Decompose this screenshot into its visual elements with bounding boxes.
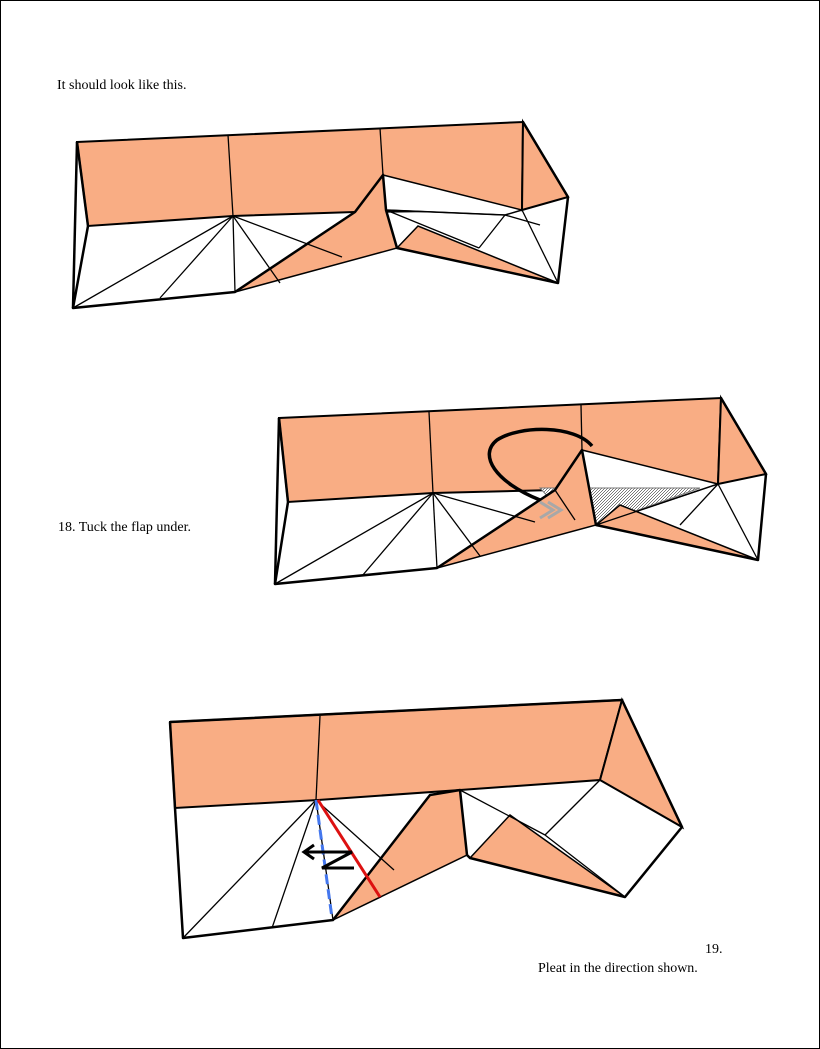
mountain-fold-line <box>316 799 382 898</box>
step-19-caption: Pleat in the direction shown. <box>538 961 698 976</box>
intro-caption: It should look like this. <box>57 78 187 93</box>
step-19-figure <box>168 697 685 940</box>
model-outline <box>168 698 684 940</box>
white-lower-panel <box>275 418 766 584</box>
pleat-symbol-icon <box>320 850 354 870</box>
valley-fold-line <box>314 799 334 919</box>
tuck-arrow-head-icon <box>539 500 564 520</box>
crease-lines <box>274 404 759 585</box>
result-figure <box>71 118 570 310</box>
step-19-number: 19. <box>705 942 723 957</box>
step-18-caption: 18. Tuck the flap under. <box>58 520 191 535</box>
colored-right-end <box>520 118 570 212</box>
crease-lines <box>72 127 559 309</box>
tuck-arrow-curve <box>487 427 594 502</box>
model-outline <box>273 397 768 586</box>
model-outline <box>71 121 570 310</box>
step-18-figure <box>273 394 768 586</box>
colored-right-end <box>716 394 768 486</box>
pleat-arrow-icon <box>301 843 334 861</box>
white-lower-panel <box>73 142 568 308</box>
